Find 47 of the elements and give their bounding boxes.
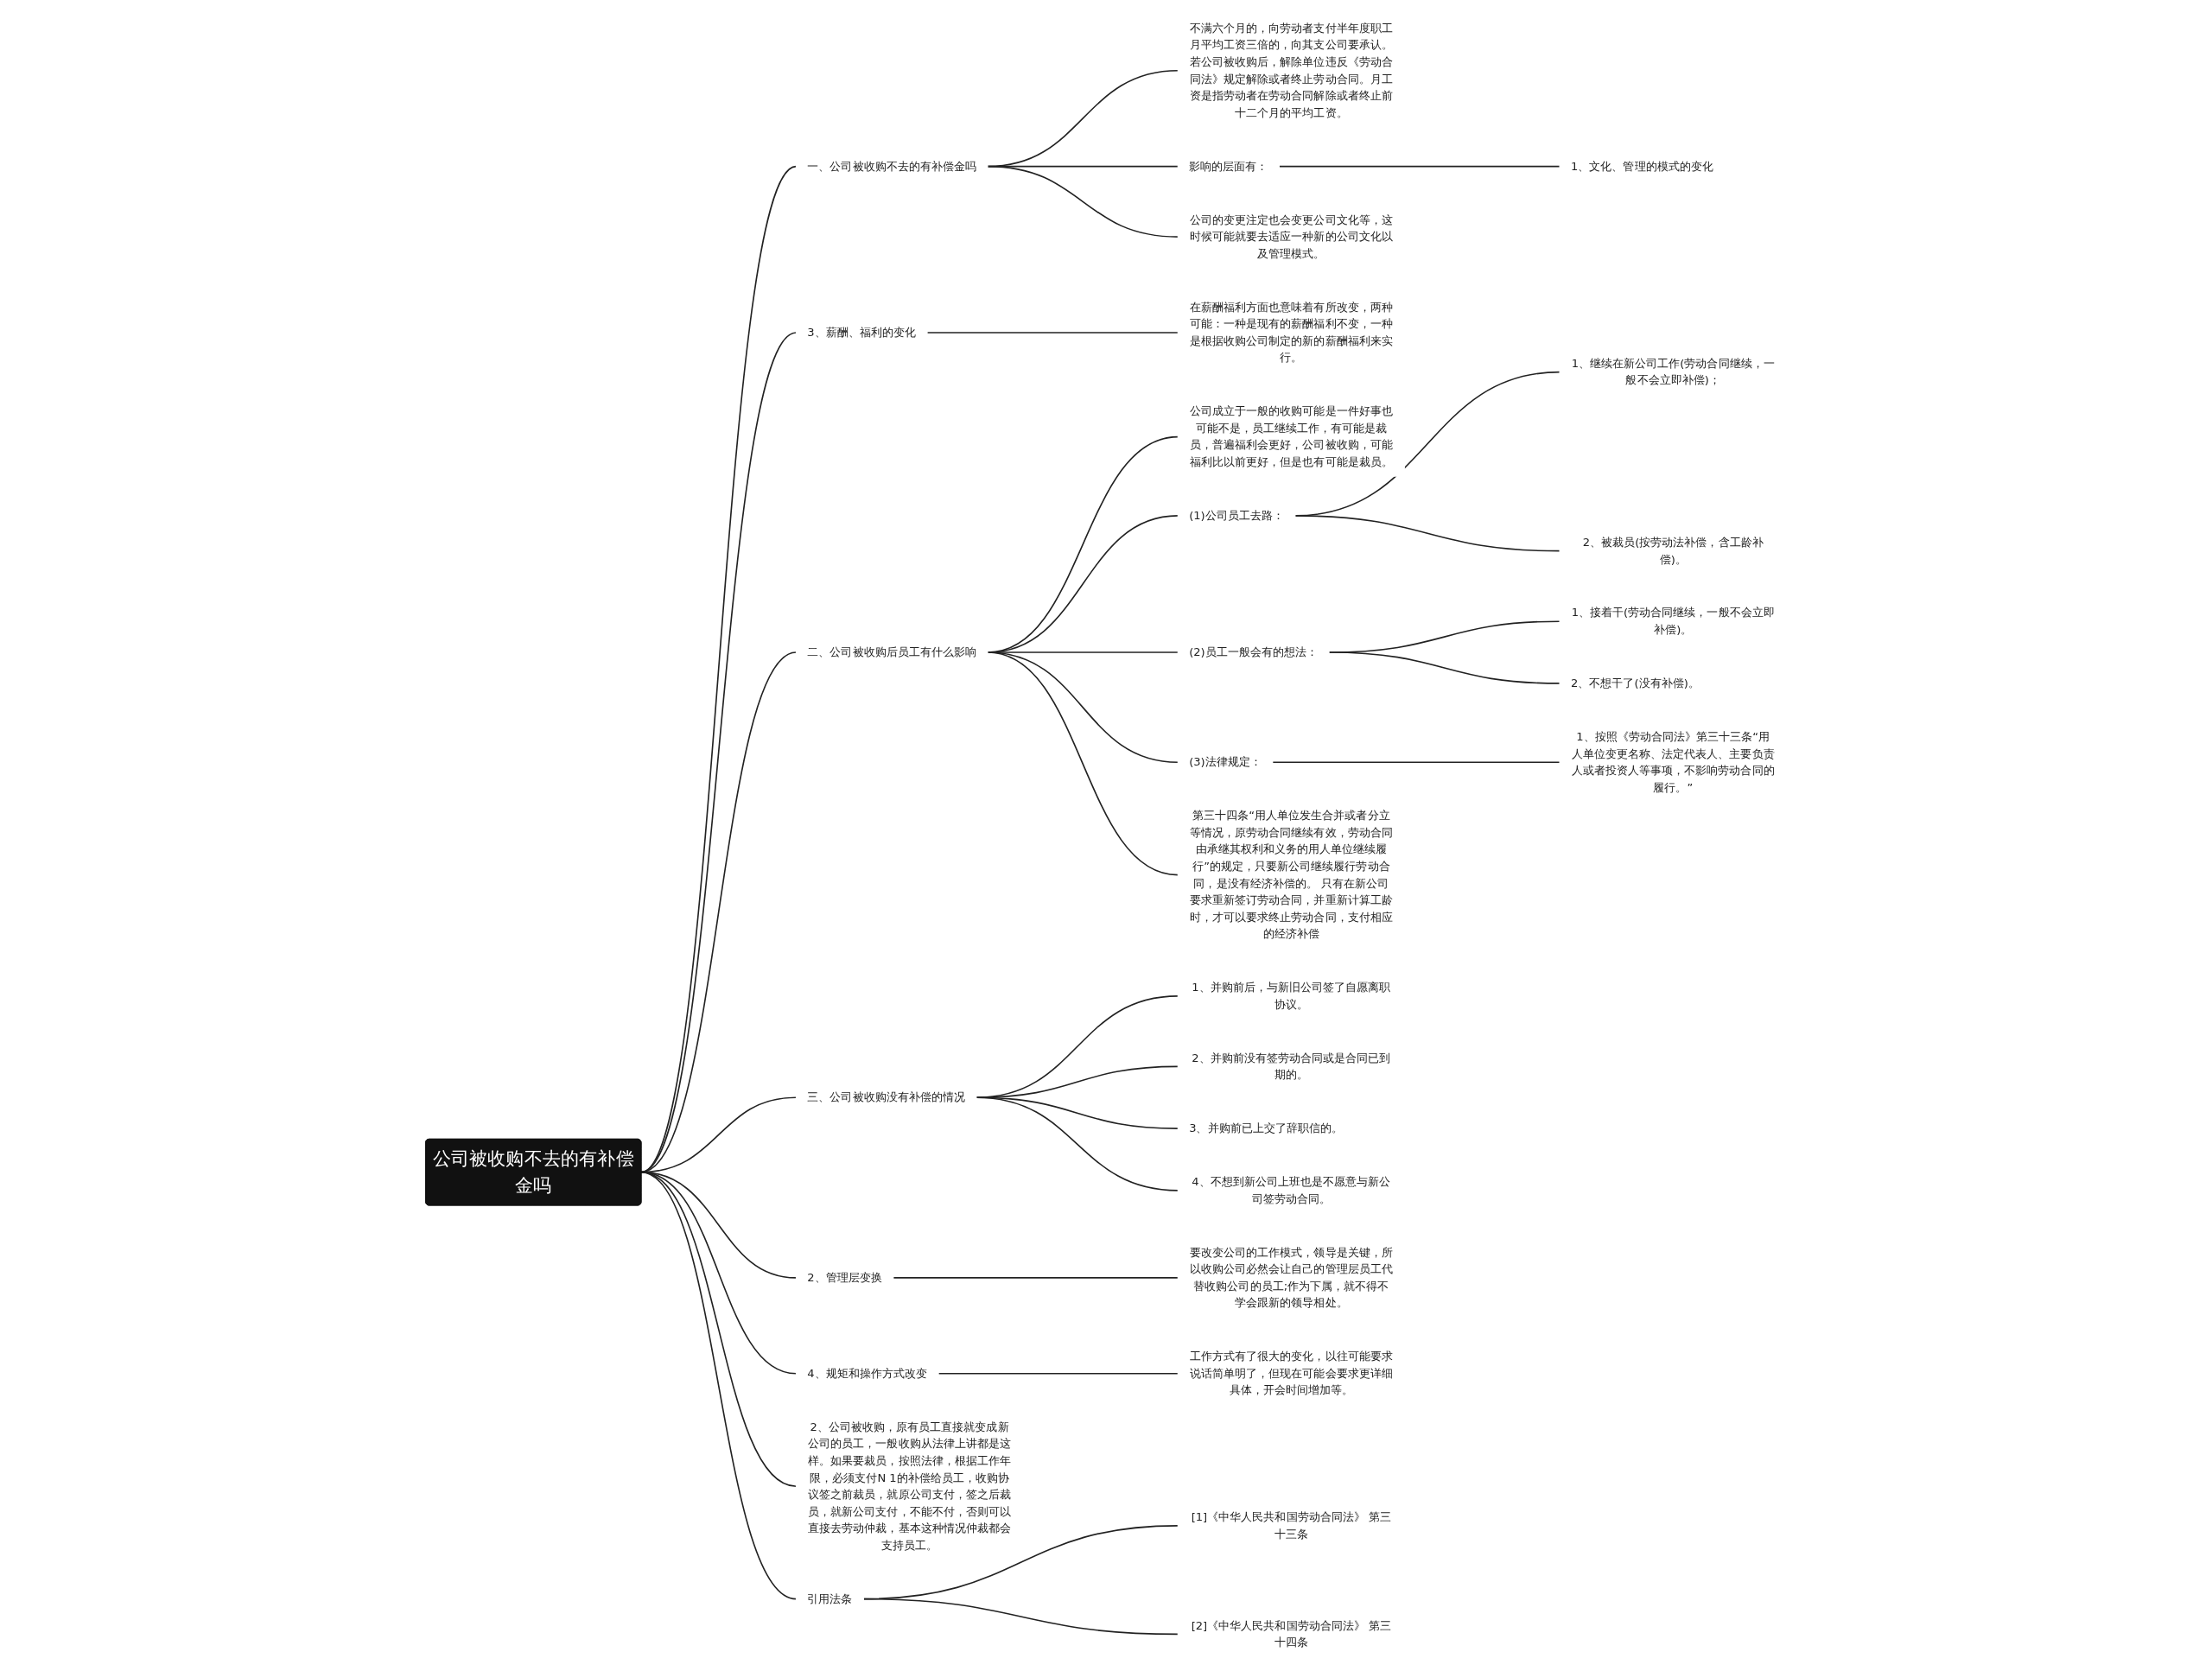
node-text: 1、接着干(劳动合同继续，一般不会立即补偿)。 — [1571, 606, 1775, 637]
node-text: 4、规矩和操作方式改变 — [807, 1366, 928, 1381]
connector — [976, 1096, 1179, 1129]
node-text: 工作方式有了很大的变化，以往可能要求说话简单明了，但现在可能会要求更详细具体，开会时间增加等。 — [1190, 1350, 1393, 1397]
node-text: 引用法条 — [807, 1592, 853, 1605]
connector — [893, 1277, 1179, 1279]
node-text: 1、继续在新公司工作(劳动合同继续，一般不会立即补偿)； — [1571, 356, 1775, 387]
node-text: 一、公司被收购不去的有补偿金吗 — [807, 159, 977, 173]
node-text: 第三十四条“用人单位发生合并或者分立等情况，原劳动合同继续有效，劳动合同由承继其权利和义务的用人单位继续履行”的规定，只要新公司继续履行劳动合同，是没有经济补偿的。 只有在新公司要求重新签订劳动合同，并重新计算工龄时，才可以要求终止劳动合同，支付相应的经济补偿 — [1190, 809, 1393, 941]
connector — [926, 332, 1179, 334]
node-text: 1、并购前后，与新旧公司签了自愿离职协议。 — [1192, 980, 1391, 1011]
node-text: (2)员工一般会有的想法： — [1189, 645, 1319, 659]
node-text: [2]《中华人民共和国劳动合同法》 第三十四条 — [1191, 1618, 1392, 1649]
node-text: 3、薪酬、福利的变化 — [807, 325, 917, 340]
node-text: 4、不想到新公司上班也是不愿意与新公司签劳动合同。 — [1192, 1174, 1391, 1205]
connector — [640, 165, 798, 1173]
node-text: 2、不想干了(没有补偿)。 — [1571, 676, 1700, 690]
connector — [640, 651, 798, 1173]
node-text: 影响的层面有： — [1189, 159, 1268, 173]
node-text: 公司的变更注定也会变更公司文化等，这时候可能就要去适应一种新的公司文化以及管理模式。 — [1190, 213, 1393, 261]
connector — [1328, 651, 1560, 684]
node-text: 1、按照《劳动合同法》第三十三条“用人单位变更名称、法定代表人、主要负责人或者投资人等事项，不影响劳动合同的履行。” — [1571, 729, 1775, 794]
node-text: 三、公司被收购没有补偿的情况 — [807, 1090, 965, 1104]
connector — [862, 1598, 1179, 1636]
node-text: 2、管理层变换 — [807, 1270, 882, 1285]
node-text: 3、并购前已上交了辞职信的。 — [1189, 1121, 1344, 1135]
node-text: 不满六个月的，向劳动者支付半年度职工月平均工资三倍的，向其支公司要承认。若公司被收购后，解除单位违反《劳动合同法》规定解除或者终止劳动合同。月工资是指劳动者在劳动合同解除或者终止前十二个月的平均工资。 — [1190, 21, 1393, 119]
node-text: 1、文化、管理的模式的变化 — [1571, 159, 1713, 173]
node-text: 公司成立于一般的收购可能是一件好事也可能不是，员工继续工作，有可能是裁员，普遍福利会更好，公司被收购，可能福利比以前更好，但是也有可能是裁员。 — [1190, 404, 1393, 469]
connector — [987, 165, 1179, 238]
connector — [1272, 761, 1560, 764]
connector — [640, 1171, 798, 1600]
connector — [1294, 515, 1560, 552]
connector — [640, 332, 798, 1173]
node-text: 要改变公司的工作模式，领导是关键，所以收购公司必然会让自己的管理层员工代替收购公司的员工;作为下属，就不得不学会跟新的领导相处。 — [1190, 1245, 1393, 1310]
node-text: 二、公司被收购后员工有什么影响 — [807, 645, 977, 659]
connector — [987, 651, 1179, 876]
node-text: 2、并购前没有签劳动合同或是合同已到期的。 — [1192, 1051, 1391, 1082]
node-text: (3)法律规定： — [1189, 755, 1262, 769]
connector — [976, 1096, 1179, 1191]
connector — [1278, 165, 1560, 168]
node-text: (1)公司员工去路： — [1189, 508, 1284, 523]
node-text: 在薪酬福利方面也意味着有所改变，两种可能：一种是现有的薪酬福利不变，一种是根据收购公司制定的新的薪酬福利来实行。 — [1190, 300, 1393, 365]
node-text: [1]《中华人民共和国劳动合同法》 第三十三条 — [1191, 1509, 1392, 1541]
node-text: 2、被裁员(按劳动法补偿，含工龄补偿)。 — [1582, 535, 1764, 566]
connector — [938, 1372, 1179, 1375]
node-text: 2、公司被收购，原有员工直接就变成新公司的员工，一般收购从法律上讲都是这样。如果要裁员，按照法律，根据工作年限，必须支付N 1的补偿给员工，收购协议签之前裁员，就原公司支付，签之后裁员，就新公司支付，不能不付，否则可以直接去劳动仲裁，基本这种情况仲裁都会支持员工。 — [808, 1420, 1011, 1553]
